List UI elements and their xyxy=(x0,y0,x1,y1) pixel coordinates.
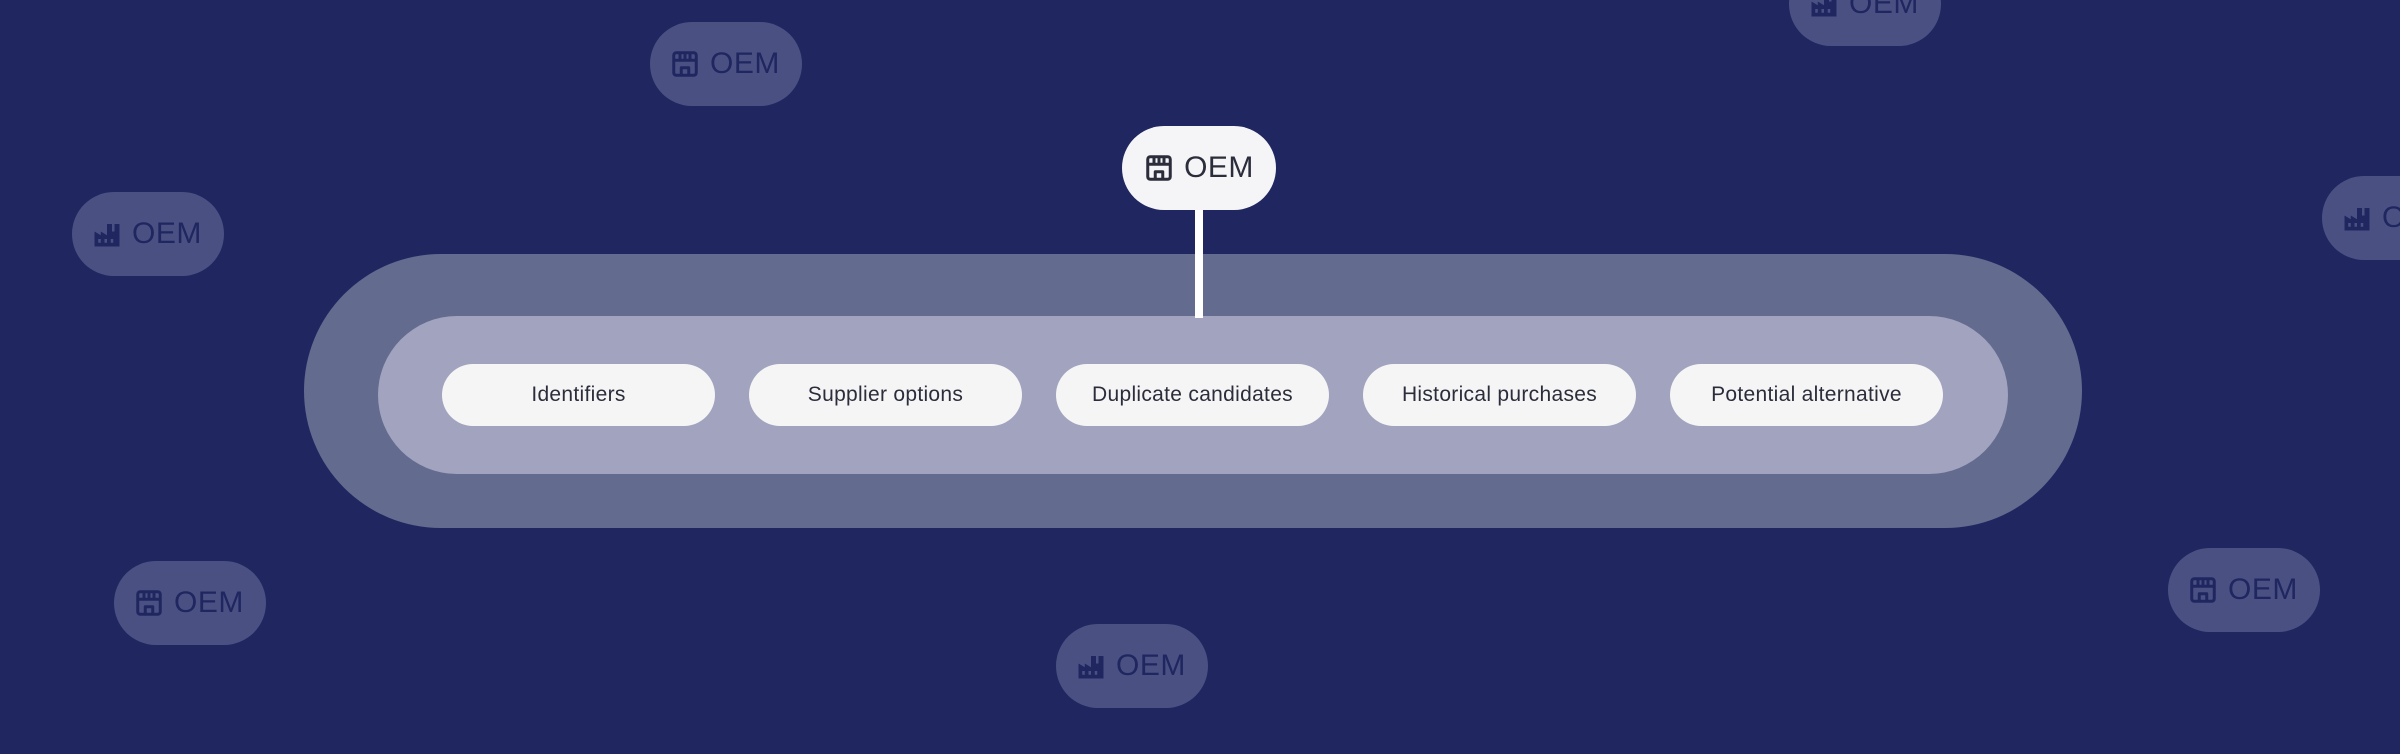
background-node: OEM xyxy=(1789,0,1941,46)
attribute-chips: Identifiers Supplier options Duplicate c… xyxy=(442,364,1943,426)
factory-icon xyxy=(1809,0,1839,19)
chip-potential-alternative[interactable]: Potential alternative xyxy=(1670,364,1943,426)
chip-historical-purchases[interactable]: Historical purchases xyxy=(1363,364,1636,426)
chip-label: Duplicate candidates xyxy=(1092,383,1293,406)
factory-icon xyxy=(1076,651,1106,681)
storefront-icon xyxy=(670,49,700,79)
factory-icon xyxy=(2342,203,2372,233)
factory-icon xyxy=(92,219,122,249)
background-node-label: OEM xyxy=(2228,573,2298,606)
background-node: OEM xyxy=(2322,176,2400,260)
background-node: OEM xyxy=(2168,548,2320,632)
main-node-label: OEM xyxy=(1184,151,1254,184)
chip-duplicate-candidates[interactable]: Duplicate candidates xyxy=(1056,364,1329,426)
background-node-label: OEM xyxy=(1849,0,1919,20)
chip-supplier-options[interactable]: Supplier options xyxy=(749,364,1022,426)
connector-line xyxy=(1195,205,1203,318)
background-node: OEM xyxy=(114,561,266,645)
background-node-label: OEM xyxy=(710,47,780,80)
chip-label: Identifiers xyxy=(531,383,626,406)
storefront-icon xyxy=(2188,575,2218,605)
background-node-label: OEM xyxy=(2382,201,2400,234)
background-node-label: OEM xyxy=(132,217,202,250)
background-node-label: OEM xyxy=(1116,649,1186,682)
background-node: OEM xyxy=(72,192,224,276)
chip-label: Supplier options xyxy=(807,383,964,406)
storefront-icon xyxy=(134,588,164,618)
background-node-label: OEM xyxy=(174,586,244,619)
background-node: OEM xyxy=(650,22,802,106)
chip-label: Potential alternative xyxy=(1711,383,1902,406)
background-node: OEM xyxy=(1056,624,1208,708)
main-oem-node[interactable]: OEM xyxy=(1122,126,1276,210)
chip-identifiers[interactable]: Identifiers xyxy=(442,364,715,426)
storefront-icon xyxy=(1144,153,1174,183)
chip-label: Historical purchases xyxy=(1401,383,1598,406)
